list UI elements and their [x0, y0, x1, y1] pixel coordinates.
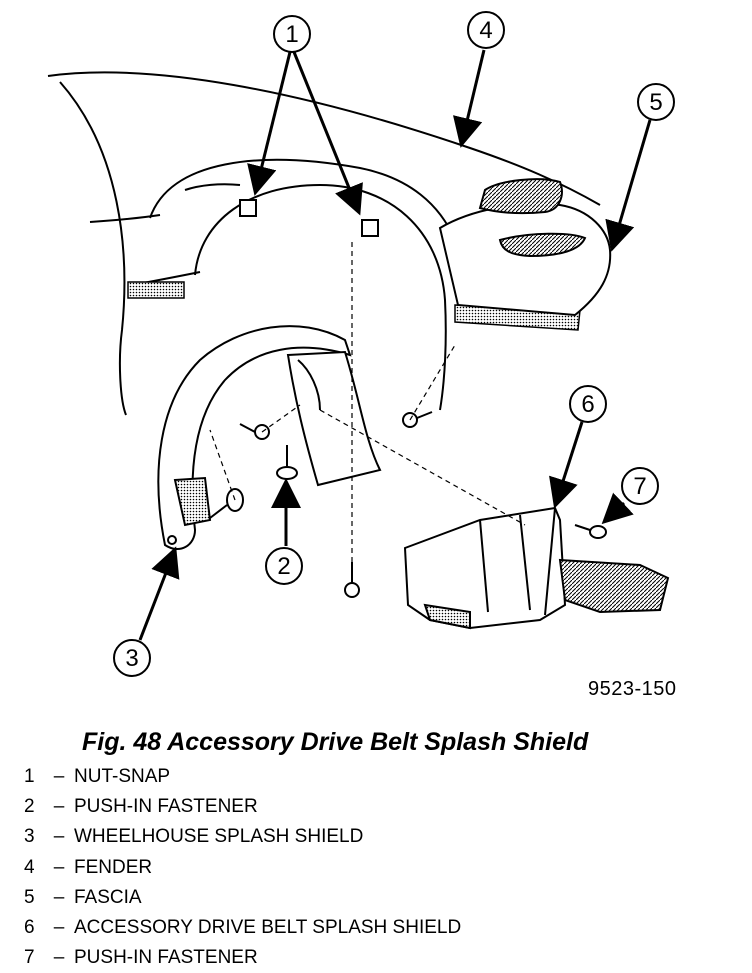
legend-number: 6 — [24, 916, 35, 938]
screw-left-lower — [209, 488, 244, 519]
legend-item: 1–NUT-SNAP — [24, 762, 461, 792]
legend-dash: – — [53, 796, 65, 818]
svg-text:6: 6 — [581, 391, 594, 418]
inner-shield-panel — [286, 350, 382, 487]
legend-dash: – — [53, 947, 65, 969]
nut-snap-left — [239, 199, 257, 217]
parts-legend: 1–NUT-SNAP 2–PUSH-IN FASTENER 3–WHEELHOU… — [24, 762, 461, 973]
callout-6: 6 — [569, 385, 607, 423]
legend-text: WHEELHOUSE SPLASH SHIELD — [74, 826, 364, 848]
wheelhouse-splash-shield-drawing — [157, 325, 352, 550]
legend-text: FENDER — [74, 856, 153, 878]
legend-number: 1 — [24, 766, 35, 787]
legend-number: 2 — [24, 796, 35, 818]
svg-text:5: 5 — [649, 89, 662, 116]
legend-number: 3 — [24, 826, 35, 848]
fender-drawing — [47, 71, 601, 416]
figure-id: 9523-150 — [588, 678, 677, 700]
svg-text:1: 1 — [285, 21, 298, 48]
callout-4: 4 — [467, 11, 505, 49]
legend-item: 4–FENDER — [24, 853, 461, 883]
legend-text: PUSH-IN FASTENER — [74, 796, 258, 818]
legend-number: 5 — [24, 886, 35, 908]
legend-dash: – — [53, 916, 65, 938]
accessory-drive-belt-splash-shield-drawing — [403, 506, 670, 630]
screw-right — [402, 411, 433, 428]
leader-arrows — [138, 49, 652, 641]
push-in-fastener-7-drawing — [574, 524, 607, 539]
svg-text:4: 4 — [479, 17, 492, 44]
callout-1: 1 — [273, 15, 311, 53]
svg-text:7: 7 — [633, 473, 646, 500]
callout-7: 7 — [621, 467, 659, 505]
legend-item: 2–PUSH-IN FASTENER — [24, 792, 461, 822]
callout-2: 2 — [265, 547, 303, 585]
exploded-view-diagram: 1 4 5 6 7 2 3 — [47, 11, 675, 677]
callout-5: 5 — [637, 83, 675, 121]
legend-item: 6–ACCESSORY DRIVE BELT SPLASH SHIELD — [24, 913, 461, 943]
legend-text: NUT-SNAP — [74, 766, 171, 787]
alignment-lines — [209, 240, 526, 562]
legend-number: 4 — [24, 856, 35, 878]
push-in-fastener-2-drawing — [276, 445, 298, 480]
fastener-screws — [209, 199, 607, 598]
svg-text:3: 3 — [125, 645, 138, 672]
legend-dash: – — [53, 766, 65, 787]
figure-caption: Fig. 48 Accessory Drive Belt Splash Shie… — [82, 728, 589, 756]
legend-item: 7–PUSH-IN FASTENER — [24, 943, 461, 973]
screw-center-lower — [344, 562, 360, 598]
molding-strip-left — [127, 281, 185, 299]
screw-left-upper — [239, 423, 270, 440]
svg-text:2: 2 — [277, 553, 290, 580]
fascia-drawing — [438, 178, 612, 317]
legend-dash: – — [53, 886, 65, 908]
legend-item: 3–WHEELHOUSE SPLASH SHIELD — [24, 822, 461, 852]
nut-snap-right — [361, 219, 379, 237]
legend-text: PUSH-IN FASTENER — [74, 947, 258, 969]
legend-text: ACCESSORY DRIVE BELT SPLASH SHIELD — [74, 916, 462, 938]
legend-text: FASCIA — [74, 886, 142, 908]
legend-dash: – — [53, 826, 65, 848]
legend-number: 7 — [24, 947, 35, 969]
legend-dash: – — [53, 856, 65, 878]
callout-3: 3 — [113, 639, 151, 677]
legend-item: 5–FASCIA — [24, 883, 461, 913]
